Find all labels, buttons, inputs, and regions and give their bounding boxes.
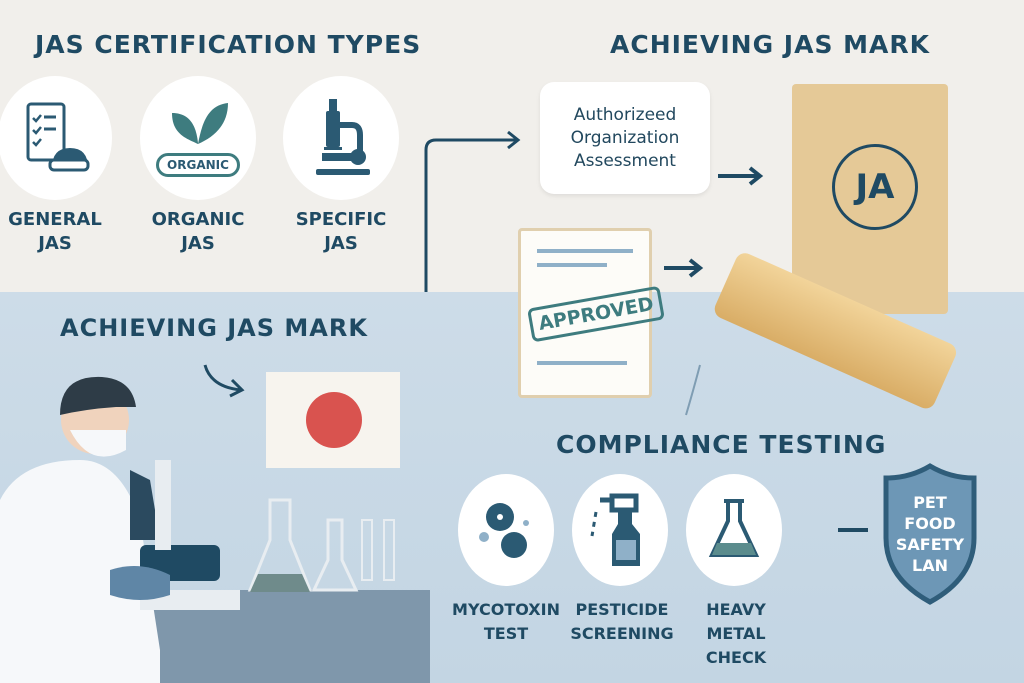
microscope-icon [283, 76, 399, 200]
label-line: JAS [38, 233, 72, 254]
label-line: HEAVY METAL [706, 600, 766, 643]
doc-line [537, 249, 633, 253]
leaf-icon [172, 103, 228, 144]
japan-flag [266, 372, 400, 468]
compliance-title: COMPLIANCE TESTING [556, 430, 887, 459]
checklist-bowl-icon [0, 76, 112, 200]
label-line: MYCOTOXIN [452, 600, 560, 619]
label-line: TEST [483, 624, 529, 643]
scientist-illustration [0, 376, 395, 683]
shield-icon [883, 463, 977, 605]
type-general-label: GENERAL JAS [0, 208, 110, 256]
type-organic-label: ORGANIC JAS [140, 208, 256, 256]
type-specific-label: SPECIFIC JAS [283, 208, 399, 256]
pet-food-package: JA [792, 84, 948, 314]
doc-line [537, 361, 627, 365]
label-line: ORGANIC [151, 209, 245, 230]
mark-title-top: ACHIEVING JAS MARK [610, 30, 931, 59]
label-line: SPECIFIC [295, 209, 387, 230]
organic-icon: ORGANIC [140, 76, 256, 200]
doc-line [537, 263, 607, 267]
label-line: GENERAL [8, 209, 102, 230]
shield-line: FOOD [904, 514, 956, 533]
label-line: JAS [181, 233, 215, 254]
package-jas-mark: JA [832, 144, 918, 230]
label-line: CHECK [705, 648, 767, 667]
test-mycotoxin-label: MYCOTOXIN TEST [450, 598, 562, 646]
flag-circle [306, 392, 362, 448]
shield-line: SAFETY [895, 535, 965, 554]
approved-stamp: APPROVED [527, 285, 666, 343]
shield-line: PET [913, 493, 947, 512]
label-line: JAS [324, 233, 358, 254]
types-title: JAS CERTIFICATION TYPES [35, 30, 422, 59]
test-heavy-metal-label: HEAVY METAL CHECK [676, 598, 796, 670]
label-line: PESTICIDE [575, 600, 669, 619]
organic-badge: ORGANIC [156, 153, 240, 177]
mold-icon [458, 474, 554, 586]
test-pesticide-label: PESTICIDE SCREENING [566, 598, 678, 646]
mark-title-bottom: ACHIEVING JAS MARK [60, 314, 368, 342]
assessment-bubble: Authorizeed Organization Assessment [540, 82, 710, 194]
shield-line: LAN [912, 556, 948, 575]
approved-document: APPROVED [518, 228, 666, 398]
flask-icon [686, 474, 782, 586]
label-line: SCREENING [570, 624, 674, 643]
shield-text: PET FOOD SAFETY LAN [880, 492, 980, 576]
spray-bottle-icon [572, 474, 668, 586]
